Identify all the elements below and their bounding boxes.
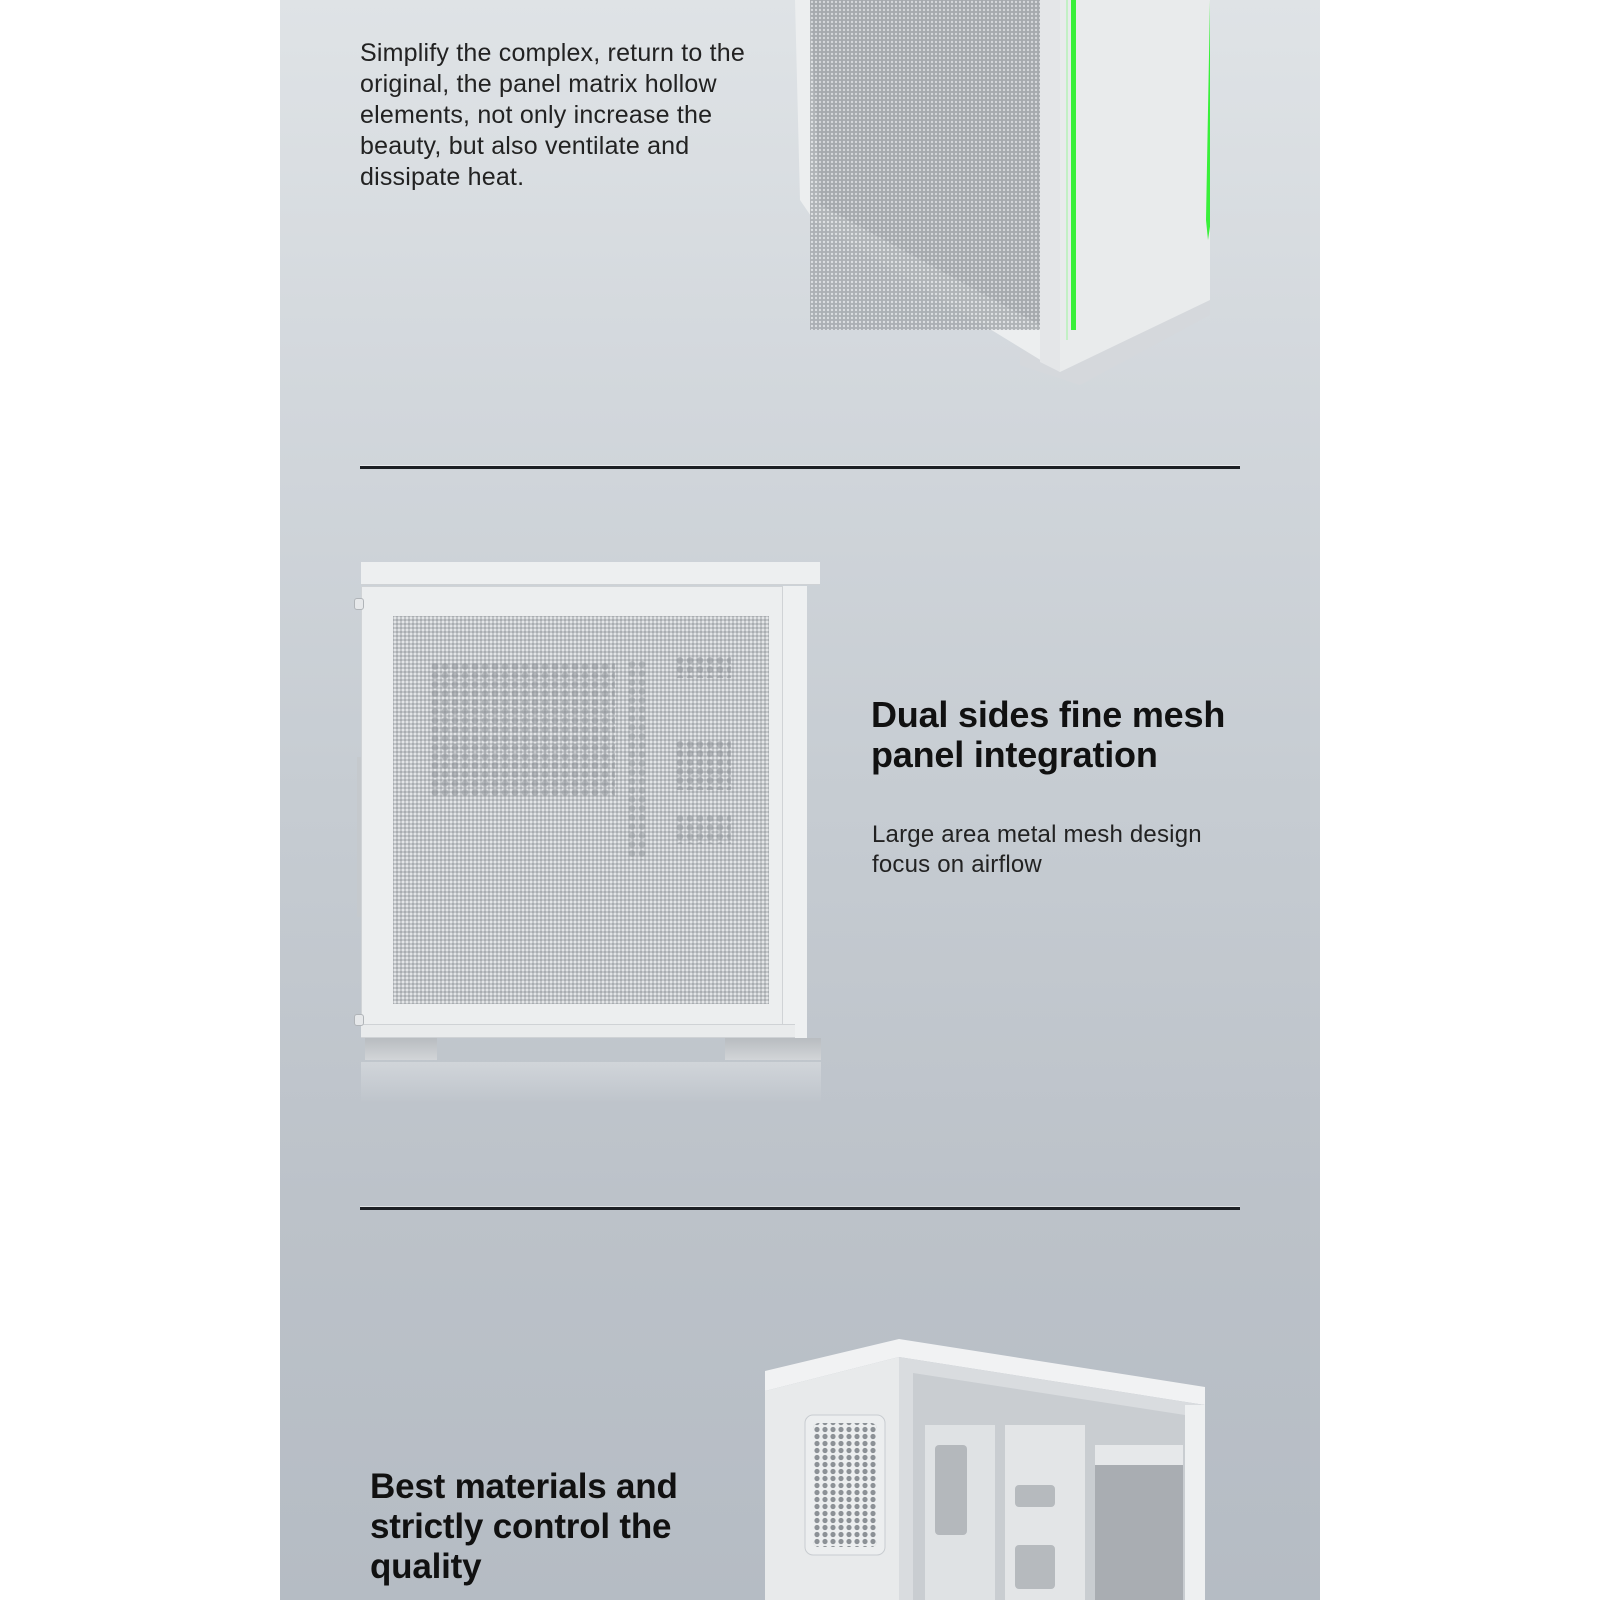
pc-case-front-illustration: [795, 0, 1216, 385]
dual-mesh-description: Large area metal mesh design focus on ai…: [872, 821, 1202, 878]
materials-heading: Best materials and strictly control the …: [370, 1467, 678, 1586]
case-interior-image: [765, 1335, 1205, 1600]
product-feature-panel: Simplify the complex, return to the orig…: [280, 0, 1320, 1600]
section-divider: [360, 466, 1240, 469]
dual-mesh-heading: Dual sides fine mesh panel integration: [871, 694, 1226, 775]
case-front-image: [790, 0, 1216, 400]
case-side-image: [345, 562, 821, 1102]
section-divider: [360, 1207, 1240, 1210]
matrix-description: Simplify the complex, return to the orig…: [360, 39, 745, 191]
pc-case-interior-illustration: [765, 1339, 1205, 1600]
